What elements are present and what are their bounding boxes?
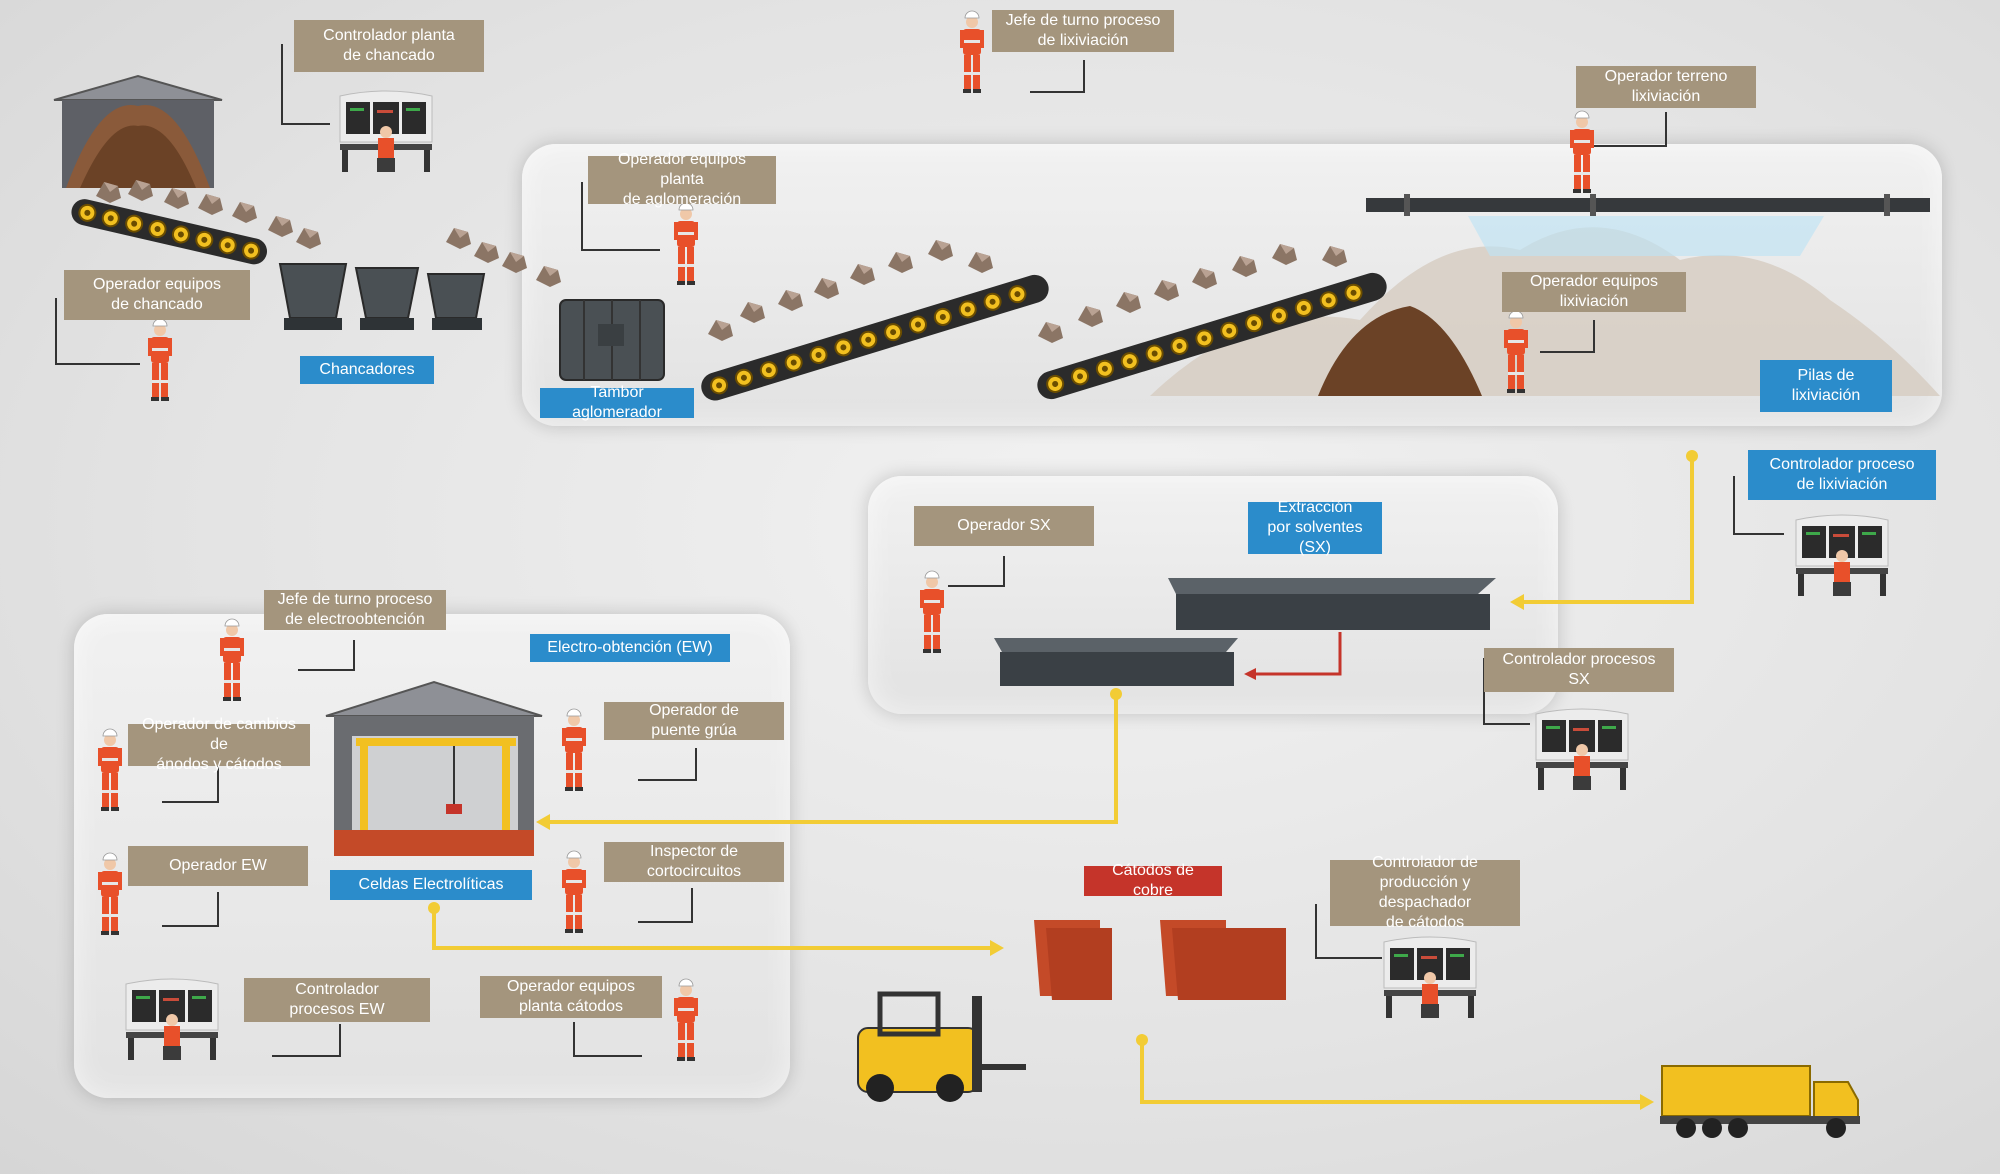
label-operador-equipos-lixiviacion: Operador equipos lixiviación <box>1502 272 1686 312</box>
label-jefe-turno-lixiviacion: Jefe de turno proceso de lixiviación <box>992 10 1174 52</box>
truck-icon <box>1660 1065 1860 1138</box>
label-controlador-proceso-lixiviacion: Controlador proceso de lixiviación <box>1748 450 1936 500</box>
flow-arrowheads <box>428 450 1698 1110</box>
label-chancadores: Chancadores <box>300 356 434 384</box>
label-tambor-aglomerador: Tambor aglomerador <box>540 384 694 421</box>
label-controlador-procesos-sx: Controlador procesos SX <box>1484 648 1674 692</box>
sx-return-arrow <box>1250 632 1342 676</box>
conveyor-icon <box>1037 272 1387 400</box>
label-pilas-lixiviacion: Pilas de lixiviación <box>1760 360 1892 412</box>
label-controlador-produccion-catodos: Controlador de producción y despachador … <box>1330 854 1520 931</box>
crane-building-icon <box>325 680 543 856</box>
conveyor-icon <box>701 274 1049 401</box>
label-operador-equipos-aglomeracion: Operador equipos planta de aglomeración <box>588 151 776 208</box>
copper-cathode-icon <box>1034 920 1286 1000</box>
label-jefe-turno-electroobtencion: Jefe de turno proceso de electroobtenció… <box>264 590 446 630</box>
agglomerator-drum-icon <box>559 299 665 381</box>
label-extraccion-solventes: Extracción por solventes (SX) <box>1248 499 1382 556</box>
label-catodos-cobre: Cátodos de cobre <box>1084 862 1222 899</box>
label-operador-cambios-anodos: Operador de cambios de ánodos y cátodos <box>128 716 310 773</box>
conveyor-icon <box>71 199 268 265</box>
label-operador-terreno-lixiviacion: Operador terreno lixiviación <box>1576 66 1756 108</box>
ore-pile-icon <box>1318 306 1482 396</box>
sprinkler-icon <box>1366 194 1930 256</box>
label-operador-equipos-chancado: Operador equipos de chancado <box>64 270 250 320</box>
label-celdas-electroliticas: Celdas Electrolíticas <box>330 870 532 900</box>
label-electro-obtencion: Electro-obtención (EW) <box>530 634 730 662</box>
crusher-icon <box>278 263 486 330</box>
label-controlador-procesos-ew: Controlador procesos EW <box>244 978 430 1022</box>
label-operador-ew: Operador EW <box>128 846 308 886</box>
label-controlador-planta-chancado: Controlador planta de chancado <box>294 20 484 72</box>
forklift-icon <box>857 991 1026 1102</box>
label-operador-equipos-catodos: Operador equipos planta cátodos <box>480 976 662 1018</box>
crusher-shed-icon <box>53 74 223 188</box>
flow-arrows <box>432 456 1694 1104</box>
label-inspector-cortocircuitos: Inspector de cortocircuitos <box>604 842 784 882</box>
sx-tank-icon <box>994 578 1496 686</box>
label-operador-puente-grua: Operador de puente grúa <box>604 702 784 740</box>
label-operador-sx: Operador SX <box>914 506 1094 546</box>
connector-lines <box>55 44 1784 1057</box>
